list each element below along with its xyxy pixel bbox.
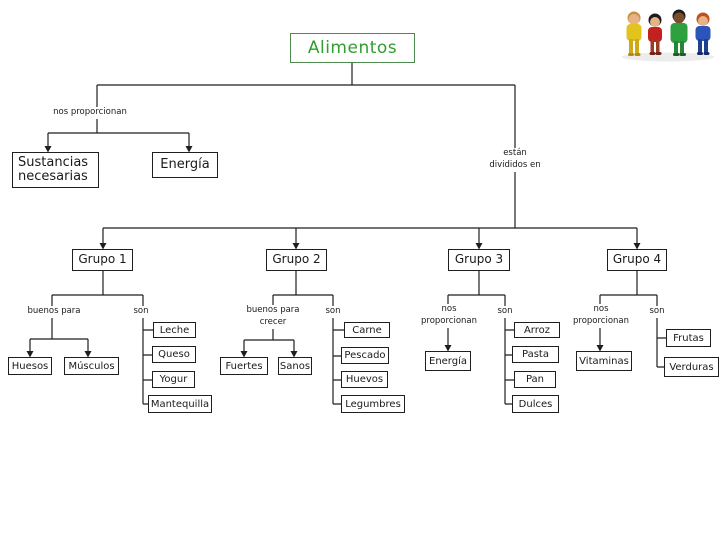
node-energia-g3: Energía	[425, 351, 471, 371]
arrowhead	[292, 243, 300, 250]
label-nos-proporcionan-root: nos proporcionan	[50, 107, 130, 119]
node-carne: Carne	[344, 322, 390, 338]
label-g3-son: son	[493, 306, 517, 318]
arrowhead	[99, 243, 107, 250]
arrowhead	[26, 351, 34, 358]
node-musculos: Músculos	[64, 357, 119, 375]
arrowhead	[596, 345, 604, 352]
clipart-shadow	[622, 52, 714, 62]
label-g4-nos-proporcionan: nos proporcionan	[570, 304, 632, 328]
node-grupo-1: Grupo 1	[72, 249, 133, 271]
doll-red	[648, 13, 662, 55]
node-pan: Pan	[514, 371, 556, 388]
node-pescado: Pescado	[341, 347, 389, 364]
page-title: Alimentos	[307, 37, 398, 58]
label-g1-buenos-para: buenos para	[24, 306, 84, 318]
node-leche: Leche	[153, 322, 196, 338]
node-mantequilla: Mantequilla	[148, 395, 212, 413]
arrowhead	[84, 351, 92, 358]
label-estan-divididos-en: están divididos en	[485, 148, 545, 172]
node-arroz: Arroz	[514, 322, 560, 338]
label-g3-nos-proporcionan: nos proporcionan	[418, 304, 480, 328]
node-grupo-2: Grupo 2	[266, 249, 327, 271]
node-pasta: Pasta	[512, 346, 559, 363]
node-queso: Queso	[152, 346, 196, 363]
title-box: Alimentos	[290, 33, 415, 63]
label-g2-son: son	[321, 306, 345, 318]
node-grupo-4: Grupo 4	[607, 249, 667, 271]
doll-yellow	[626, 11, 642, 56]
node-dulces: Dulces	[512, 395, 559, 413]
node-huevos: Huevos	[341, 371, 388, 388]
arrowheads	[26, 146, 641, 358]
arrowhead	[44, 146, 52, 153]
arrowhead	[633, 243, 641, 250]
node-legumbres: Legumbres	[341, 395, 405, 413]
doll-blue	[695, 12, 711, 55]
doll-green	[670, 9, 688, 56]
arrowhead	[185, 146, 193, 153]
arrowhead	[290, 351, 298, 358]
label-g2-buenos-para-crecer: buenos para crecer	[244, 305, 302, 329]
node-fuertes: Fuertes	[220, 357, 268, 375]
node-sustancias-necesarias: Sustancias necesarias	[12, 152, 99, 188]
node-yogur: Yogur	[152, 371, 195, 388]
family-dolls-clipart	[622, 9, 714, 62]
connector-path	[29, 63, 666, 405]
node-frutas: Frutas	[666, 329, 711, 347]
node-sanos: Sanos	[278, 357, 312, 375]
connector-path-group	[29, 63, 666, 405]
node-energia-root: Energía	[152, 152, 218, 178]
arrowhead	[444, 345, 452, 352]
arrowhead	[240, 351, 248, 358]
node-vitaminas: Vitaminas	[576, 351, 632, 371]
node-verduras: Verduras	[664, 357, 719, 377]
label-g4-son: son	[645, 306, 669, 318]
arrowhead	[475, 243, 483, 250]
label-g1-son: son	[129, 306, 153, 318]
node-grupo-3: Grupo 3	[448, 249, 510, 271]
node-huesos: Huesos	[8, 357, 52, 375]
